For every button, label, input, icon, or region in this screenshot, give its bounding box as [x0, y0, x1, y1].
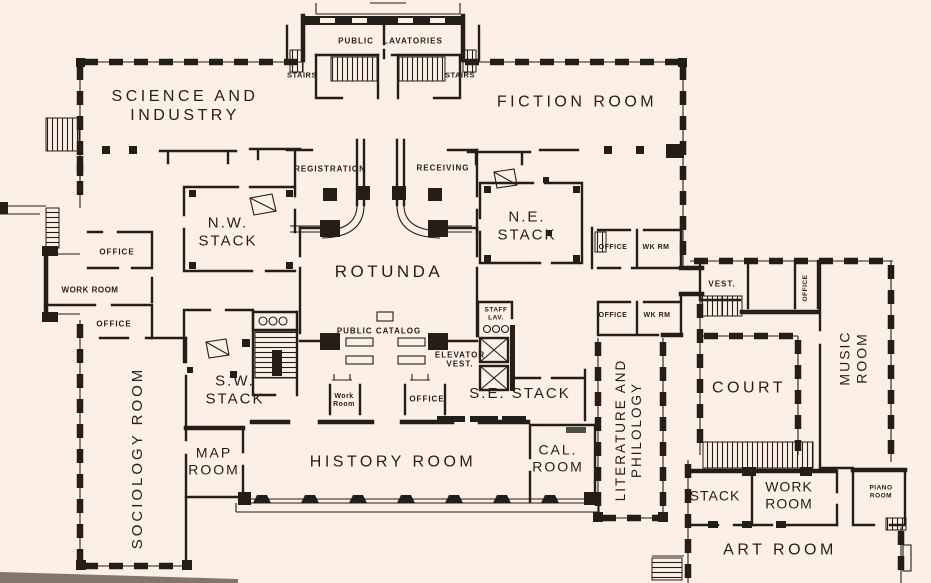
elevator-core [476, 300, 515, 392]
literature-wing [593, 338, 668, 522]
outside-steps [651, 557, 683, 581]
skylight-symbol [205, 338, 230, 359]
public-catalog-furniture [345, 311, 426, 365]
east-offices [590, 226, 705, 338]
elevator-shaft [478, 336, 510, 364]
fiction-wing-furniture [466, 144, 684, 166]
piano-stairs [885, 517, 907, 531]
light-well [702, 441, 814, 469]
annex [651, 257, 912, 583]
skylight-symbol [493, 168, 518, 189]
science-wing-furniture [102, 146, 302, 165]
west-offices [0, 152, 154, 566]
se-stack-walls [437, 368, 587, 422]
entry-steps [45, 207, 60, 249]
entrance-block [285, 2, 481, 100]
registration-receiving [285, 138, 479, 239]
skylight-symbol [249, 193, 277, 216]
sw-stack-walls [182, 308, 299, 397]
ne-stack-walls [478, 168, 584, 265]
sociology-wing [76, 336, 192, 570]
rotunda-structure [298, 220, 479, 350]
nw-stack-walls [182, 185, 297, 273]
south-rooms [183, 419, 600, 513]
center-south-rooms [328, 374, 447, 416]
photo-edge [0, 572, 238, 583]
elevator-shaft [478, 364, 510, 392]
